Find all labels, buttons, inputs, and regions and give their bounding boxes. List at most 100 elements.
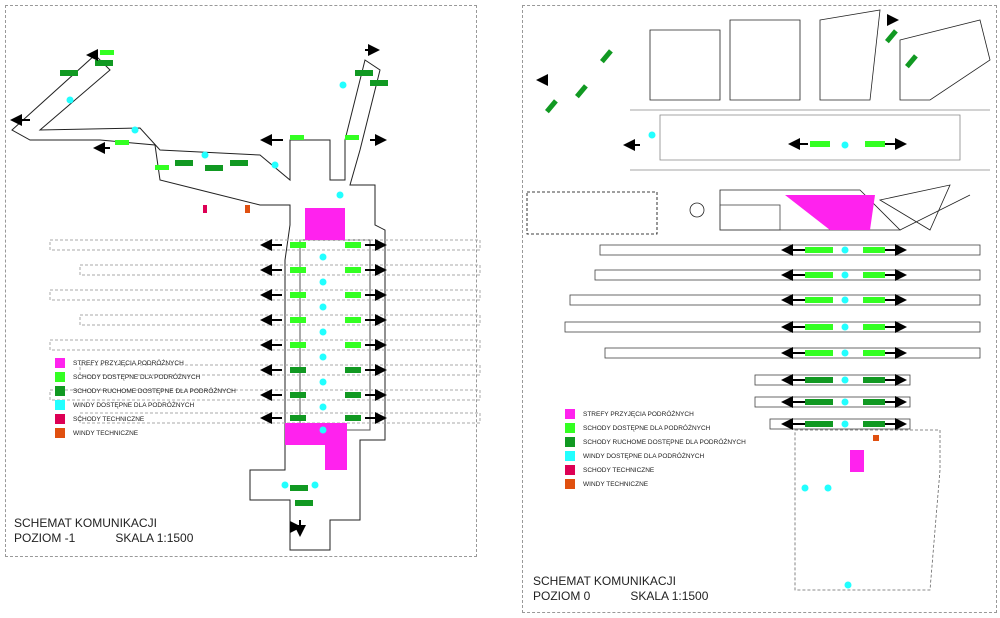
legend-level-minus-1: STREFY PRZYJĘCIA PODRÓŻNYCH SCHODY DOSTĘ… [55,356,236,440]
stairs [345,135,359,140]
lift-icon [648,131,656,139]
legend-item: STREFY PRZYJĘCIA PODRÓŻNYCH [55,356,236,370]
legend-item: STREFY PRZYJĘCIA PODRÓŻNYCH [565,407,746,421]
stairs [290,342,306,348]
lift-icon [824,484,832,492]
lift-icon [66,96,74,104]
plan-level-0 [526,9,991,591]
legend-swatch [565,409,575,419]
stairs [805,399,833,405]
legend-level-0: STREFY PRZYJĘCIA PODRÓŻNYCH SCHODY DOSTĘ… [565,407,746,491]
legend-item: WINDY TECHNICZNE [55,426,236,440]
legend-label: SCHODY DOSTĘPNE DLA PODRÓŻNYCH [73,373,201,381]
platform-outline [79,264,481,276]
lift-icon [801,484,809,492]
stairs [863,421,885,427]
stairs [290,317,306,323]
stairs [290,367,306,373]
stairs [290,135,304,140]
stairs [290,242,306,248]
stairs [863,247,885,253]
legend-label: SCHODY RUCHOME DOSTĘPNE DLA PODRÓŻNYCH [583,438,746,446]
stairs [290,392,306,398]
legend-swatch [55,428,65,438]
reception-zone [850,450,864,472]
lift-icon [841,296,849,304]
plan-level-0-frame [522,5,997,613]
lift-icon [319,278,327,286]
lift-icon [319,353,327,361]
platform-outline [569,294,981,306]
stairs [805,324,833,330]
lift-icon [841,420,849,428]
legend-label: STREFY PRZYJĘCIA PODRÓŻNYCH [73,359,184,367]
reception-zone [285,423,347,445]
stairs [863,399,885,405]
stairs [863,272,885,278]
lift-icon [319,378,327,386]
lift-icon [841,398,849,406]
escalator [905,54,918,69]
lift-icon [319,253,327,261]
stairs [345,392,361,398]
platform-outline [754,396,911,408]
legend-label: SCHODY TECHNICZNE [73,415,145,423]
escalator [60,70,78,76]
lift-icon [841,349,849,357]
legend-item: SCHODY TECHNICZNE [565,463,746,477]
platform-outline [769,418,911,430]
escalator [95,60,113,66]
stairs [290,267,306,273]
escalator [884,29,898,44]
stairs [863,350,885,356]
stairs [290,415,306,421]
lift-icon [319,426,327,434]
stairs [863,297,885,303]
stairs [805,421,833,427]
lift-icon [311,481,319,489]
legend-label: WINDY TECHNICZNE [73,429,139,437]
level-text: POZIOM -1 [14,531,76,545]
plan-level-minus-1-frame [5,5,477,557]
stairs [865,141,885,147]
legend-label: WINDY DOSTĘPNE DLA PODRÓŻNYCH [583,452,705,460]
stairs [863,377,885,383]
stairs [805,350,833,356]
lift-icon [841,376,849,384]
lift-icon [131,126,139,134]
legend-swatch [565,423,575,433]
reception-zone [785,195,875,230]
legend-label: WINDY DOSTĘPNE DLA PODRÓŻNYCH [73,401,195,409]
legend-label: SCHODY RUCHOME DOSTĘPNE DLA PODRÓŻNYCH [73,387,236,395]
stairs [345,267,361,273]
stairs [290,292,306,298]
legend-label: SCHODY TECHNICZNE [583,466,655,474]
stairs [345,367,361,373]
level-text: POZIOM 0 [533,589,591,603]
stairs [345,415,361,421]
platform-outline [79,314,481,326]
legend-label: STREFY PRZYJĘCIA PODRÓŻNYCH [583,410,694,418]
escalator [575,84,588,99]
lift-icon [271,161,279,169]
plan-level-minus-1 [10,44,481,551]
lift-icon [841,323,849,331]
stairs [345,342,361,348]
stairs [810,141,830,147]
platform-outline [564,321,981,333]
scale-text: SKALA 1:1500 [115,531,194,545]
plan-title-level-minus-1: SCHEMAT KOMUNIKACJI POZIOM -1 SKALA 1:150… [14,516,193,546]
legend-item: WINDY DOSTĘPNE DLA PODRÓŻNYCH [55,398,236,412]
platform-outline [79,412,481,424]
title-text: SCHEMAT KOMUNIKACJI [14,516,157,530]
legend-swatch [55,386,65,396]
stairs [805,377,833,383]
legend-item: WINDY TECHNICZNE [565,477,746,491]
escalator [295,500,313,506]
stairs [863,324,885,330]
escalator [290,485,308,491]
legend-swatch [565,437,575,447]
legend-swatch [55,414,65,424]
